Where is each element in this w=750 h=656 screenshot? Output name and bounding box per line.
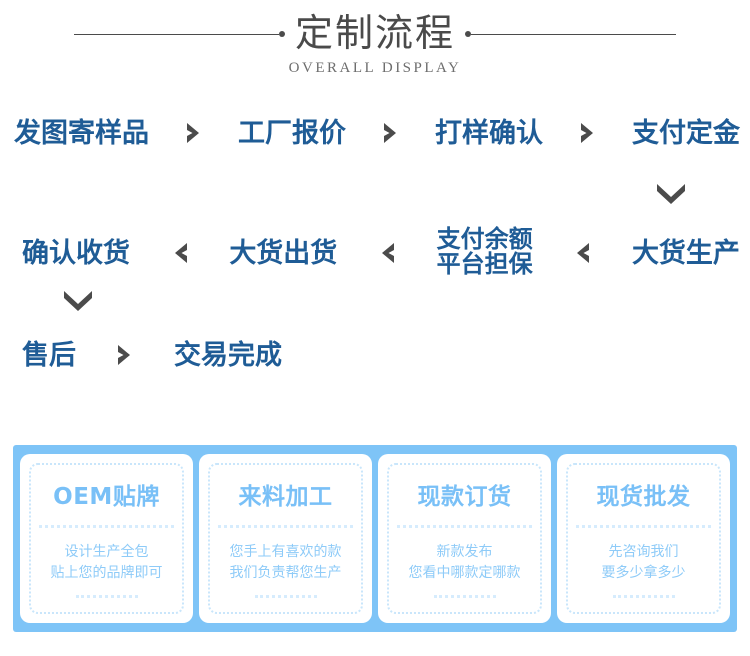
flow-step-pay-balance-line2: 平台担保	[436, 252, 533, 278]
service-card-material-processing-footline	[254, 595, 317, 598]
service-card-material-processing-divider	[218, 525, 353, 528]
service-card-oem-desc: 设计生产全包 贴上您的品牌即可	[51, 542, 163, 584]
flow-step-sample-confirm[interactable]: 打样确认	[435, 118, 543, 148]
flow-step-confirm-receipt[interactable]: 确认收货	[22, 238, 130, 268]
chevron-right-icon	[110, 340, 140, 370]
service-card-material-processing-desc-line2: 我们负责帮您生产	[229, 565, 342, 581]
service-card-stock-wholesale-footline	[612, 595, 675, 598]
flow-step-pay-deposit[interactable]: 支付定金	[632, 118, 740, 148]
service-card-oem[interactable]: OEM贴牌 设计生产全包 贴上您的品牌即可	[20, 454, 193, 623]
flow-step-factory-quote[interactable]: 工厂报价	[238, 118, 346, 148]
service-card-stock-wholesale-desc-line1: 先咨询我们	[608, 544, 679, 560]
service-card-stock-wholesale-divider	[576, 525, 711, 528]
page-subtitle: OVERALL DISPLAY	[288, 60, 462, 76]
flow-step-transaction-complete[interactable]: 交易完成	[174, 340, 282, 370]
title-rule-left	[73, 33, 279, 35]
service-card-cash-order-footline	[433, 595, 496, 598]
flow-row-2-wrap: 确认收货 大货出货 支付余额 平台担保 大货生产	[0, 228, 750, 278]
flow-row-2: 确认收货 大货出货 支付余额 平台担保 大货生产	[0, 228, 750, 278]
chevron-left-icon	[165, 238, 195, 268]
flow-row-1-wrap: 发图寄样品 工厂报价 打样确认 支付定金	[0, 118, 750, 148]
chevron-right-icon	[573, 118, 603, 148]
service-card-oem-title: OEM贴牌	[53, 484, 160, 510]
flow-step-pay-balance-line1: 支付余额	[436, 227, 533, 253]
flow-step-send-image-sample[interactable]: 发图寄样品	[14, 118, 149, 148]
service-card-material-processing-desc: 您手上有喜欢的款 我们负责帮您生产	[230, 542, 342, 584]
service-card-oem-footline	[75, 595, 138, 598]
service-card-cash-order-desc-line1: 新款发布	[436, 544, 493, 560]
flow-step-bulk-shipment[interactable]: 大货出货	[229, 238, 338, 268]
chevron-right-icon	[376, 118, 406, 148]
chevron-left-icon	[372, 238, 402, 268]
flow-row-3: 售后 交易完成	[0, 340, 750, 370]
service-card-material-processing[interactable]: 来料加工 您手上有喜欢的款 我们负责帮您生产	[199, 454, 372, 623]
flow-step-pay-balance[interactable]: 支付余额 平台担保	[437, 228, 533, 278]
service-card-cash-order-title: 现款订货	[417, 484, 512, 510]
page-title: 定制流程	[294, 13, 455, 55]
service-card-material-processing-desc-line1: 您手上有喜欢的款	[229, 544, 342, 560]
title-row: 定制流程	[0, 8, 750, 60]
service-card-material-processing-title: 来料加工	[238, 484, 333, 510]
service-card-stock-wholesale-desc-line2: 要多少拿多少	[601, 565, 686, 581]
flow-step-bulk-production[interactable]: 大货生产	[631, 238, 740, 268]
service-card-oem-inner: OEM贴牌 设计生产全包 贴上您的品牌即可	[29, 463, 184, 614]
title-dot-left-icon	[278, 31, 285, 37]
chevron-down-icon	[654, 181, 688, 207]
service-card-oem-divider	[39, 525, 174, 528]
flow-row-3-wrap: 售后 交易完成	[0, 340, 750, 370]
service-card-stock-wholesale[interactable]: 现货批发 先咨询我们 要多少拿多少	[557, 454, 730, 623]
service-card-stock-wholesale-desc: 先咨询我们 要多少拿多少	[602, 542, 686, 584]
title-dot-right-icon	[465, 31, 471, 37]
chevron-down-icon	[61, 288, 95, 314]
service-card-cash-order[interactable]: 现款订货 新款发布 您看中哪款定哪款	[378, 454, 551, 623]
flow-row-1: 发图寄样品 工厂报价 打样确认 支付定金	[0, 118, 750, 148]
chevron-right-icon	[179, 118, 209, 148]
service-card-oem-desc-line1: 设计生产全包	[64, 544, 149, 560]
service-card-stock-wholesale-title: 现货批发	[596, 484, 691, 510]
service-card-stock-wholesale-inner: 现货批发 先咨询我们 要多少拿多少	[566, 463, 721, 614]
service-cards-band: OEM贴牌 设计生产全包 贴上您的品牌即可 来料加工 您手上有喜欢的款 我们负责…	[13, 445, 737, 632]
service-card-cash-order-desc-line2: 您看中哪款定哪款	[408, 565, 521, 581]
chevron-left-icon	[567, 238, 597, 268]
service-card-material-processing-inner: 来料加工 您手上有喜欢的款 我们负责帮您生产	[208, 463, 363, 614]
page-header: 定制流程 OVERALL DISPLAY	[0, 0, 750, 96]
title-rule-right	[471, 33, 676, 35]
service-card-cash-order-inner: 现款订货 新款发布 您看中哪款定哪款	[387, 463, 542, 614]
flow-step-after-sales[interactable]: 售后	[22, 340, 76, 370]
service-card-cash-order-desc: 新款发布 您看中哪款定哪款	[409, 542, 521, 584]
service-card-oem-desc-line2: 贴上您的品牌即可	[50, 565, 163, 581]
service-card-cash-order-divider	[397, 525, 532, 528]
